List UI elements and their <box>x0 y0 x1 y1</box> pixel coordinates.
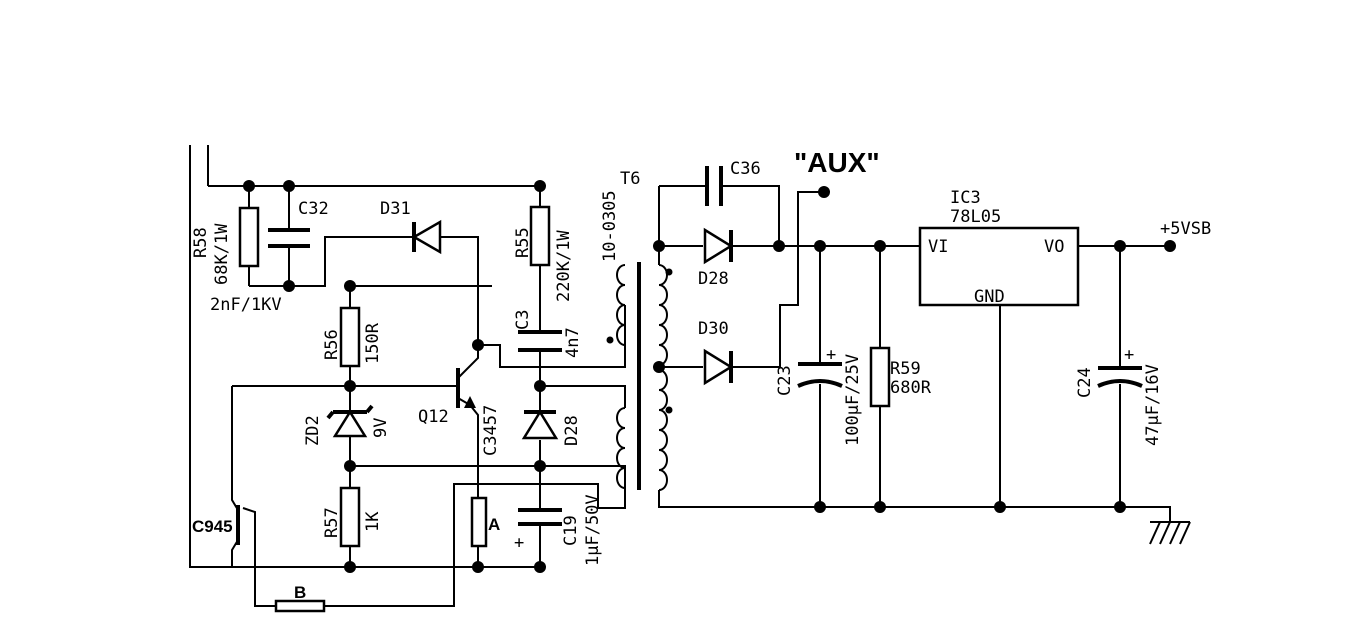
c24-value: 47μF/16V <box>1143 364 1163 446</box>
capacitor-c23 <box>797 362 843 388</box>
b-label: B <box>294 583 306 602</box>
r59-label: R59 <box>890 359 921 379</box>
r56-label: R56 <box>322 329 342 360</box>
d31-label: D31 <box>380 199 411 219</box>
r56-value: 150R <box>363 322 383 364</box>
c19-value: 1μF/50V <box>583 494 603 566</box>
c24-label: C24 <box>1075 367 1095 398</box>
d28-left-label: D28 <box>562 415 582 446</box>
transformer-t6 <box>606 262 673 491</box>
r58-label: R58 <box>191 227 211 258</box>
c24-plus: + <box>1124 345 1134 365</box>
resistor-r55 <box>529 205 551 267</box>
r57-label: R57 <box>322 507 342 538</box>
q12-value: C3457 <box>481 405 501 456</box>
c19-plus: + <box>514 533 524 553</box>
ic3-part: 78L05 <box>950 207 1001 227</box>
zd2-label: ZD2 <box>303 415 323 446</box>
resistor-a <box>470 496 488 548</box>
resistor-b <box>274 599 326 613</box>
n-10-0305-label: 10-0305 <box>600 190 620 262</box>
vo-pin-label: VO <box>1044 237 1064 257</box>
r58-value: 68K/1W <box>212 223 232 285</box>
capacitor-c19 <box>518 508 562 526</box>
diode-d31 <box>411 219 442 255</box>
gnd-pin-label: GND <box>974 287 1005 307</box>
c36-label: C36 <box>730 159 761 179</box>
vsb-label: +5VSB <box>1160 219 1211 239</box>
c3-value: 4n7 <box>563 327 583 358</box>
diode-d30 <box>703 348 734 386</box>
regulator-ic3 <box>918 226 1080 307</box>
c23-label: C23 <box>775 365 795 396</box>
c23-plus: + <box>826 345 836 365</box>
transistor-q12 <box>456 345 479 408</box>
diode-d28-right <box>703 227 734 265</box>
c32-value: 2nF/1KV <box>210 295 282 315</box>
junction-dots <box>243 180 1176 573</box>
zener-zd2 <box>326 404 374 438</box>
t6-label: T6 <box>620 169 640 189</box>
c32-label: C32 <box>298 199 329 219</box>
r55-label: R55 <box>513 227 533 258</box>
vi-pin-label: VI <box>928 237 948 257</box>
resistor-r56 <box>339 306 361 368</box>
d28-right-label: D28 <box>698 269 729 289</box>
ic3-label: IC3 <box>950 188 981 208</box>
c945-label: C945 <box>192 517 233 536</box>
labels: R58 68K/1W C32 2nF/1KV D31 R55 220K/1W 1… <box>191 147 1211 602</box>
resistor-r57 <box>339 486 361 548</box>
capacitor-c36 <box>705 166 723 206</box>
resistor-r58 <box>238 206 260 268</box>
a-label: A <box>488 515 500 534</box>
d30-label: D30 <box>698 319 729 339</box>
capacitor-c24 <box>1097 366 1143 388</box>
capacitor-c3 <box>518 330 562 352</box>
r57-value: 1K <box>363 511 383 532</box>
q12-label: Q12 <box>418 407 449 427</box>
resistor-r59 <box>869 346 891 408</box>
zd2-value: 9V <box>371 418 391 438</box>
c19-label: C19 <box>561 515 581 546</box>
diode-d28-left <box>521 409 559 440</box>
r55-value: 220K/1W <box>554 230 574 302</box>
r59-value: 680R <box>890 378 932 398</box>
c3-label: C3 <box>513 310 533 330</box>
aux-label: "AUX" <box>794 147 880 178</box>
wires <box>189 145 1191 607</box>
capacitor-c32 <box>268 228 310 248</box>
c23-value: 100μF/25V <box>843 354 863 446</box>
